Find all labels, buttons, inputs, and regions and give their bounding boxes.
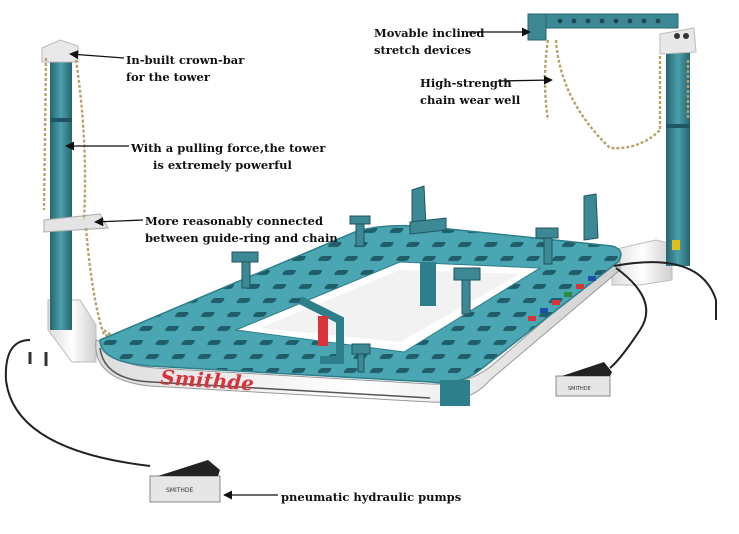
left-pump-label: SMITHDE (166, 487, 194, 494)
callout-guide-ring-line2: between guide-ring and chain (145, 231, 338, 245)
callout-pumps-line1: pneumatic hydraulic pumps (281, 490, 462, 504)
callout-arrows (65, 27, 553, 500)
callout-stretch-devices-line1: Movable inclined (374, 26, 485, 40)
callout-crown-bar: In-built crown-bar for the tower (126, 52, 244, 86)
callout-pumps: pneumatic hydraulic pumps (281, 489, 461, 506)
bench-platform: Smithde (95, 185, 622, 406)
brand-text: Smithde (160, 365, 255, 395)
clamp-posts (231, 185, 599, 373)
callout-chain-line2: chain wear well (420, 93, 521, 107)
callout-stretch-devices: Movable inclined stretch devices (374, 25, 484, 59)
callout-pulling-force-line1: With a pulling force,the tower (131, 141, 326, 155)
arrow-guide-ring (94, 217, 144, 227)
right-pump-label: SMITHDE (568, 386, 591, 392)
right-pump: SMITHDE (555, 261, 717, 397)
right-tower (611, 27, 697, 286)
arrow-chain (497, 75, 553, 85)
stretch-arm (527, 13, 690, 150)
callout-guide-ring: More reasonably connected between guide-… (145, 213, 338, 247)
callout-stretch-devices-line2: stretch devices (374, 43, 472, 57)
callout-chain: High-strength chain wear well (420, 75, 520, 109)
callout-pulling-force-line2: is extremely powerful (153, 158, 292, 172)
callout-pulling-force: With a pulling force,the tower is extrem… (131, 140, 325, 174)
left-pump: SMITHDE (4, 339, 221, 503)
side-flags (528, 276, 596, 321)
arrow-crown-bar (69, 50, 125, 60)
callout-guide-ring-line1: More reasonably connected (145, 214, 324, 228)
callout-crown-bar-line1: In-built crown-bar (126, 53, 245, 67)
callout-crown-bar-line2: for the tower (126, 70, 210, 84)
callout-chain-line1: High-strength (420, 76, 512, 90)
